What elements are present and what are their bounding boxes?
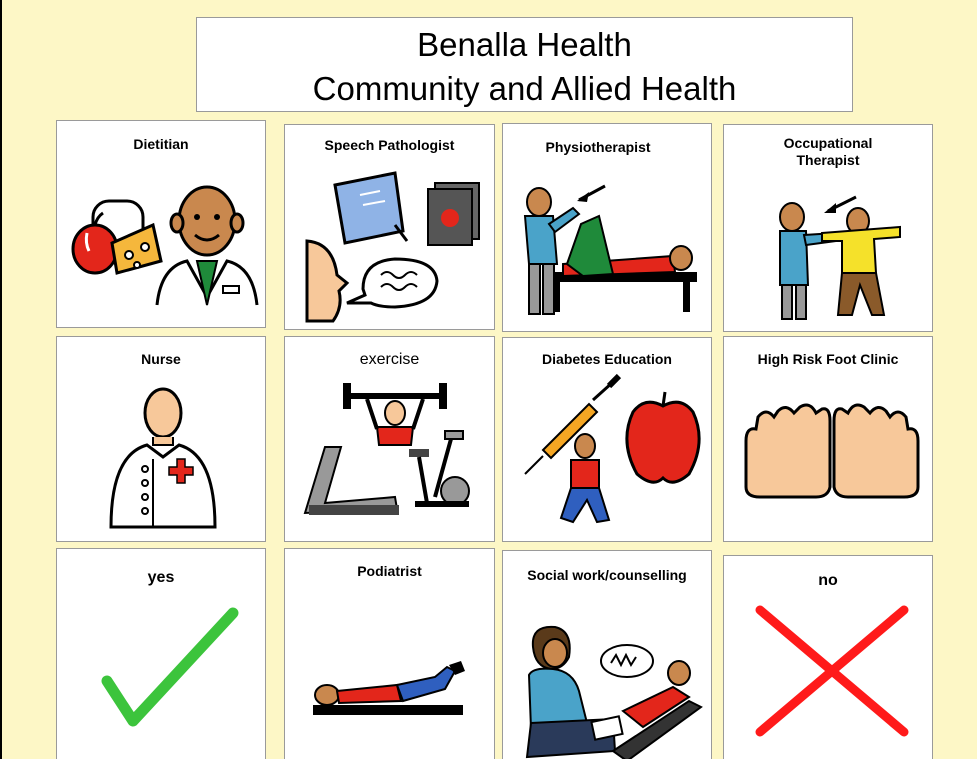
card-label: Nurse (141, 351, 181, 367)
page-subtitle: Community and Allied Health (312, 70, 737, 107)
counselling-icon (525, 625, 703, 759)
card-label: Diabetes Education (542, 351, 672, 367)
exercise-icon (303, 383, 470, 515)
cross-icon (755, 605, 909, 737)
card-label: Speech Pathologist (324, 137, 455, 153)
card-speech-pathologist[interactable]: Speech Pathologist (284, 124, 495, 330)
card-exercise[interactable]: exercise (284, 336, 495, 542)
card-label: Social work/counselling (527, 567, 687, 583)
physiotherapist-icon (523, 184, 697, 315)
diabetes-education-icon (524, 373, 701, 524)
card-label: exercise (359, 351, 420, 368)
occupational-therapist-icon (779, 195, 901, 320)
card-label: Podiatrist (357, 563, 422, 579)
card-nurse[interactable]: Nurse (56, 336, 266, 542)
card-occupational-therapist[interactable]: Occupational Therapist (723, 124, 933, 332)
card-no[interactable]: no (723, 555, 933, 759)
card-label-line1: Occupational (783, 135, 873, 151)
title-box: Benalla Health Community and Allied Heal… (196, 17, 853, 112)
card-diabetes-education[interactable]: Diabetes Education (502, 337, 712, 542)
dietitian-icon (71, 185, 259, 306)
card-social-work-counselling[interactable]: Social work/counselling (502, 550, 712, 759)
nurse-icon (109, 387, 217, 529)
window-edge (0, 0, 2, 759)
card-label-line2: Therapist (796, 152, 860, 168)
card-label: no (818, 572, 838, 589)
card-physiotherapist[interactable]: Physiotherapist (502, 123, 712, 332)
card-label: Dietitian (133, 136, 189, 152)
card-label: High Risk Foot Clinic (757, 351, 899, 367)
check-icon (101, 607, 239, 727)
page-title: Benalla Health (417, 26, 632, 63)
card-label: yes (147, 569, 175, 586)
card-dietitian[interactable]: Dietitian (56, 120, 266, 328)
card-podiatrist[interactable]: Podiatrist (284, 548, 495, 759)
podiatrist-icon (313, 661, 465, 715)
card-label: Physiotherapist (545, 139, 651, 155)
foot-clinic-icon (744, 403, 920, 499)
card-yes[interactable]: yes (56, 548, 266, 759)
card-high-risk-foot-clinic[interactable]: High Risk Foot Clinic (723, 336, 933, 542)
speech-pathologist-icon (305, 171, 480, 323)
